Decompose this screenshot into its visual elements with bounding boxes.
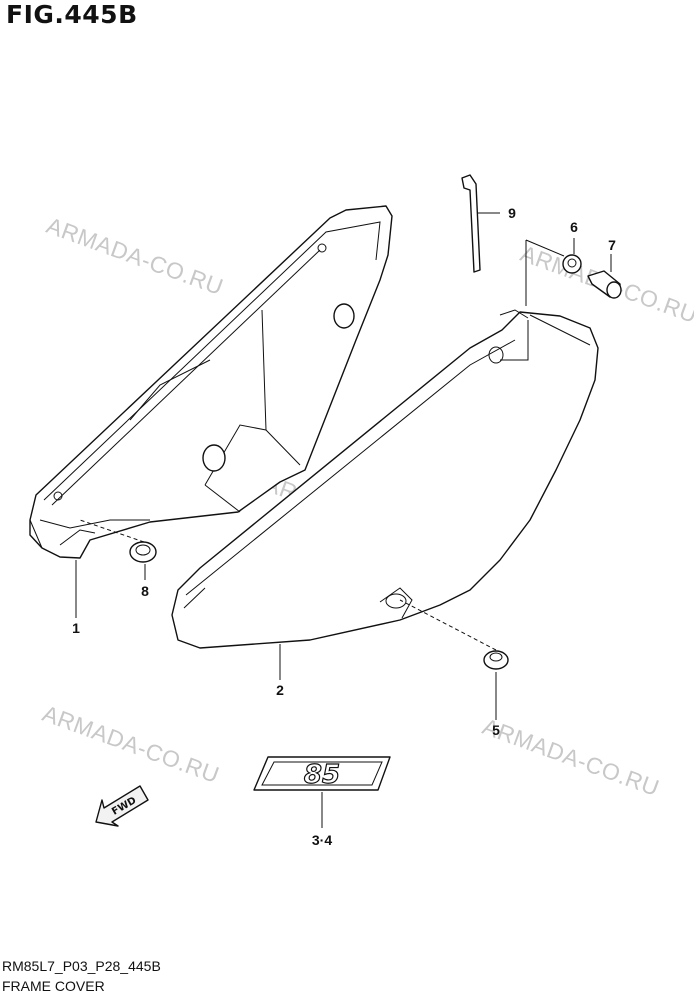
emblem-decal: 85: [253, 756, 391, 791]
callout-8: 8: [141, 583, 149, 599]
collar-6: [562, 254, 582, 274]
decal-text: 85: [304, 760, 340, 790]
figure-code: RM85L7_P03_P28_445B: [2, 958, 161, 974]
grommet-8: [129, 541, 157, 563]
bolt-7: [587, 270, 622, 299]
frame-cover-left: [29, 205, 393, 559]
fwd-arrow: FWD: [95, 785, 149, 827]
callout-6: 6: [570, 219, 578, 235]
figure-title: FIG.445B: [6, 0, 138, 29]
leader-lines: [75, 212, 612, 828]
band-9: [461, 174, 481, 273]
callout-9: 9: [508, 205, 516, 221]
figure-name: FRAME COVER: [2, 978, 105, 994]
grommet-5: [483, 650, 509, 670]
callout-7: 7: [608, 237, 616, 253]
callout-1: 1: [72, 620, 80, 636]
callout-3-4: 3·4: [312, 832, 332, 848]
callout-5: 5: [492, 722, 500, 738]
frame-cover-right: [171, 309, 599, 649]
callout-2: 2: [276, 682, 284, 698]
